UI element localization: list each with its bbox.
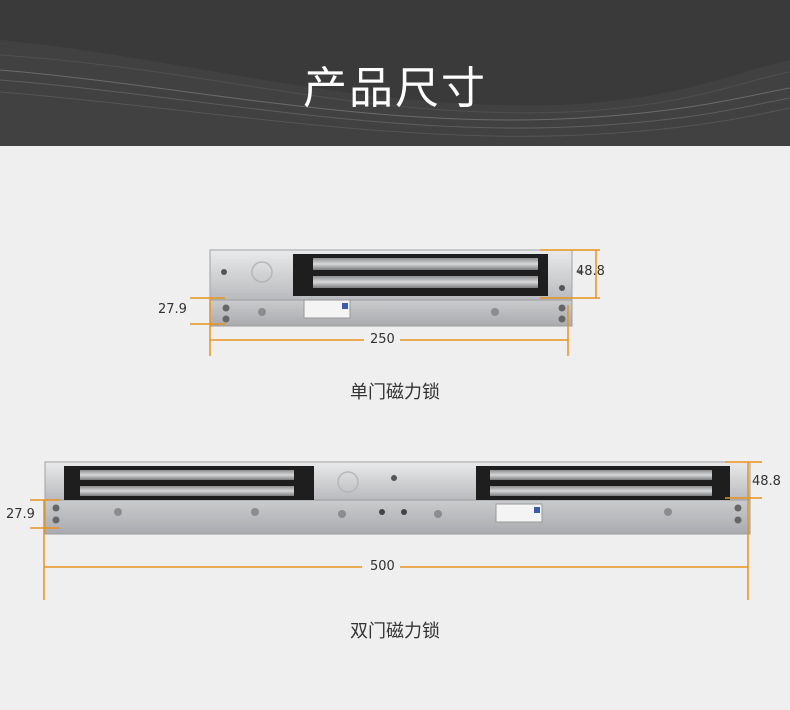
logo-icon	[251, 261, 273, 283]
single-lock-body	[209, 249, 582, 327]
product-label	[303, 299, 351, 319]
single-length-label: 250	[370, 332, 395, 347]
single-lock-dimensions	[190, 249, 600, 356]
double-lock-caption: 双门磁力锁	[350, 621, 440, 642]
single-lock-caption: 单门磁力锁	[350, 382, 440, 403]
logo-icon	[337, 471, 359, 493]
double-lock-dimensions	[30, 461, 762, 600]
page-title: 产品尺寸	[303, 63, 487, 114]
double-height-label: 48.8	[752, 474, 781, 489]
product-label	[495, 503, 543, 523]
header-wave-decoration	[0, 40, 790, 146]
lock-illustrations	[30, 249, 762, 600]
single-depth-label: 27.9	[158, 302, 187, 317]
header-banner: 产品尺寸	[0, 0, 790, 146]
double-lock-body	[44, 461, 751, 535]
single-height-label: 48.8	[576, 264, 605, 279]
double-length-label: 500	[370, 559, 395, 574]
double-depth-label: 27.9	[6, 507, 35, 522]
